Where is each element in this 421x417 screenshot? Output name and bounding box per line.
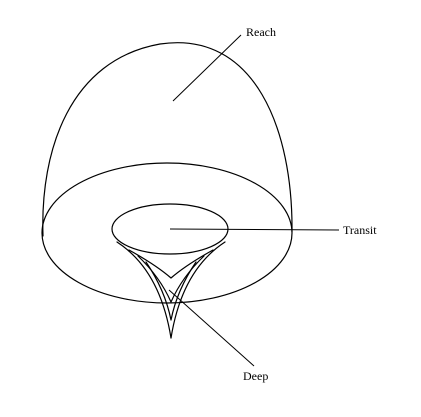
- deep-leader: [168, 289, 255, 367]
- transit-leader: [169, 228, 340, 231]
- reach-leader: [172, 34, 242, 102]
- reach-dome: [42, 42, 293, 237]
- reach-label: Reach: [246, 25, 276, 39]
- outer-ellipse: [41, 162, 293, 304]
- deep-label: Deep: [243, 369, 268, 383]
- transit-label: Transit: [343, 223, 377, 237]
- deep-funnel: [116, 241, 226, 339]
